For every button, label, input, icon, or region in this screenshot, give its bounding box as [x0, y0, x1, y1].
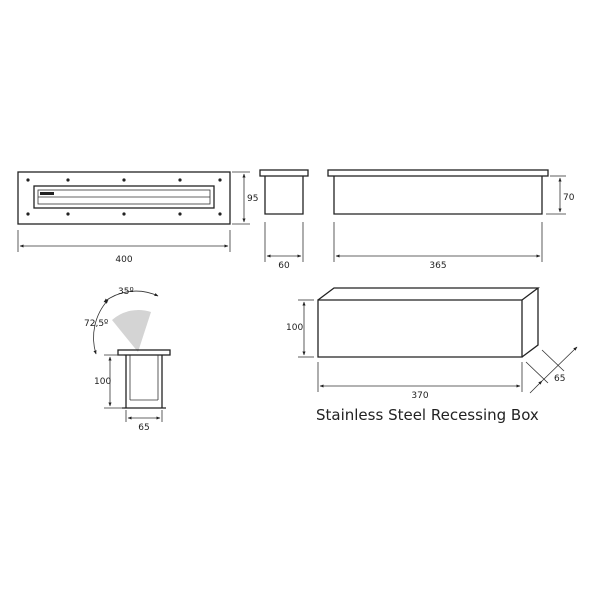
- top-view: 400 95: [17, 171, 258, 265]
- box-side-face: [521, 288, 539, 358]
- dim-box-100: 100: [286, 323, 303, 333]
- side-view: 365 70: [327, 169, 575, 271]
- dim-370: 370: [411, 391, 428, 401]
- drawing-title: Stainless Steel Recessing Box: [316, 406, 539, 424]
- dim-35: 35º: [118, 287, 134, 297]
- box-front-face: [317, 299, 523, 358]
- dim-section-100: 100: [94, 377, 111, 387]
- end-view: 60: [259, 169, 309, 271]
- dim-400: 400: [115, 255, 132, 265]
- section-top-plate: [117, 349, 171, 356]
- angle-arc-72: [93, 299, 109, 355]
- top-view-plate: [17, 171, 231, 225]
- dim-72-5: 72,5º: [84, 319, 108, 329]
- recessing-box: 100 370 65: [286, 287, 578, 401]
- top-view-slot: [33, 185, 215, 209]
- end-view-flange: [259, 169, 309, 177]
- dim-365: 365: [429, 261, 446, 271]
- section-view: 35º 72,5º 100 65: [84, 287, 171, 433]
- dim-box-65: 65: [554, 374, 565, 384]
- dim-line-box-65: [541, 346, 578, 382]
- dim-60: 60: [278, 261, 290, 271]
- angle-arc-35: [103, 290, 159, 303]
- screw-holes: [26, 178, 222, 216]
- box-top-face: [317, 287, 540, 301]
- side-view-flange: [327, 169, 549, 177]
- dim-70: 70: [563, 193, 575, 203]
- dim-95: 95: [247, 194, 258, 204]
- flame-sector: [112, 309, 151, 352]
- dim-section-65: 65: [138, 423, 149, 433]
